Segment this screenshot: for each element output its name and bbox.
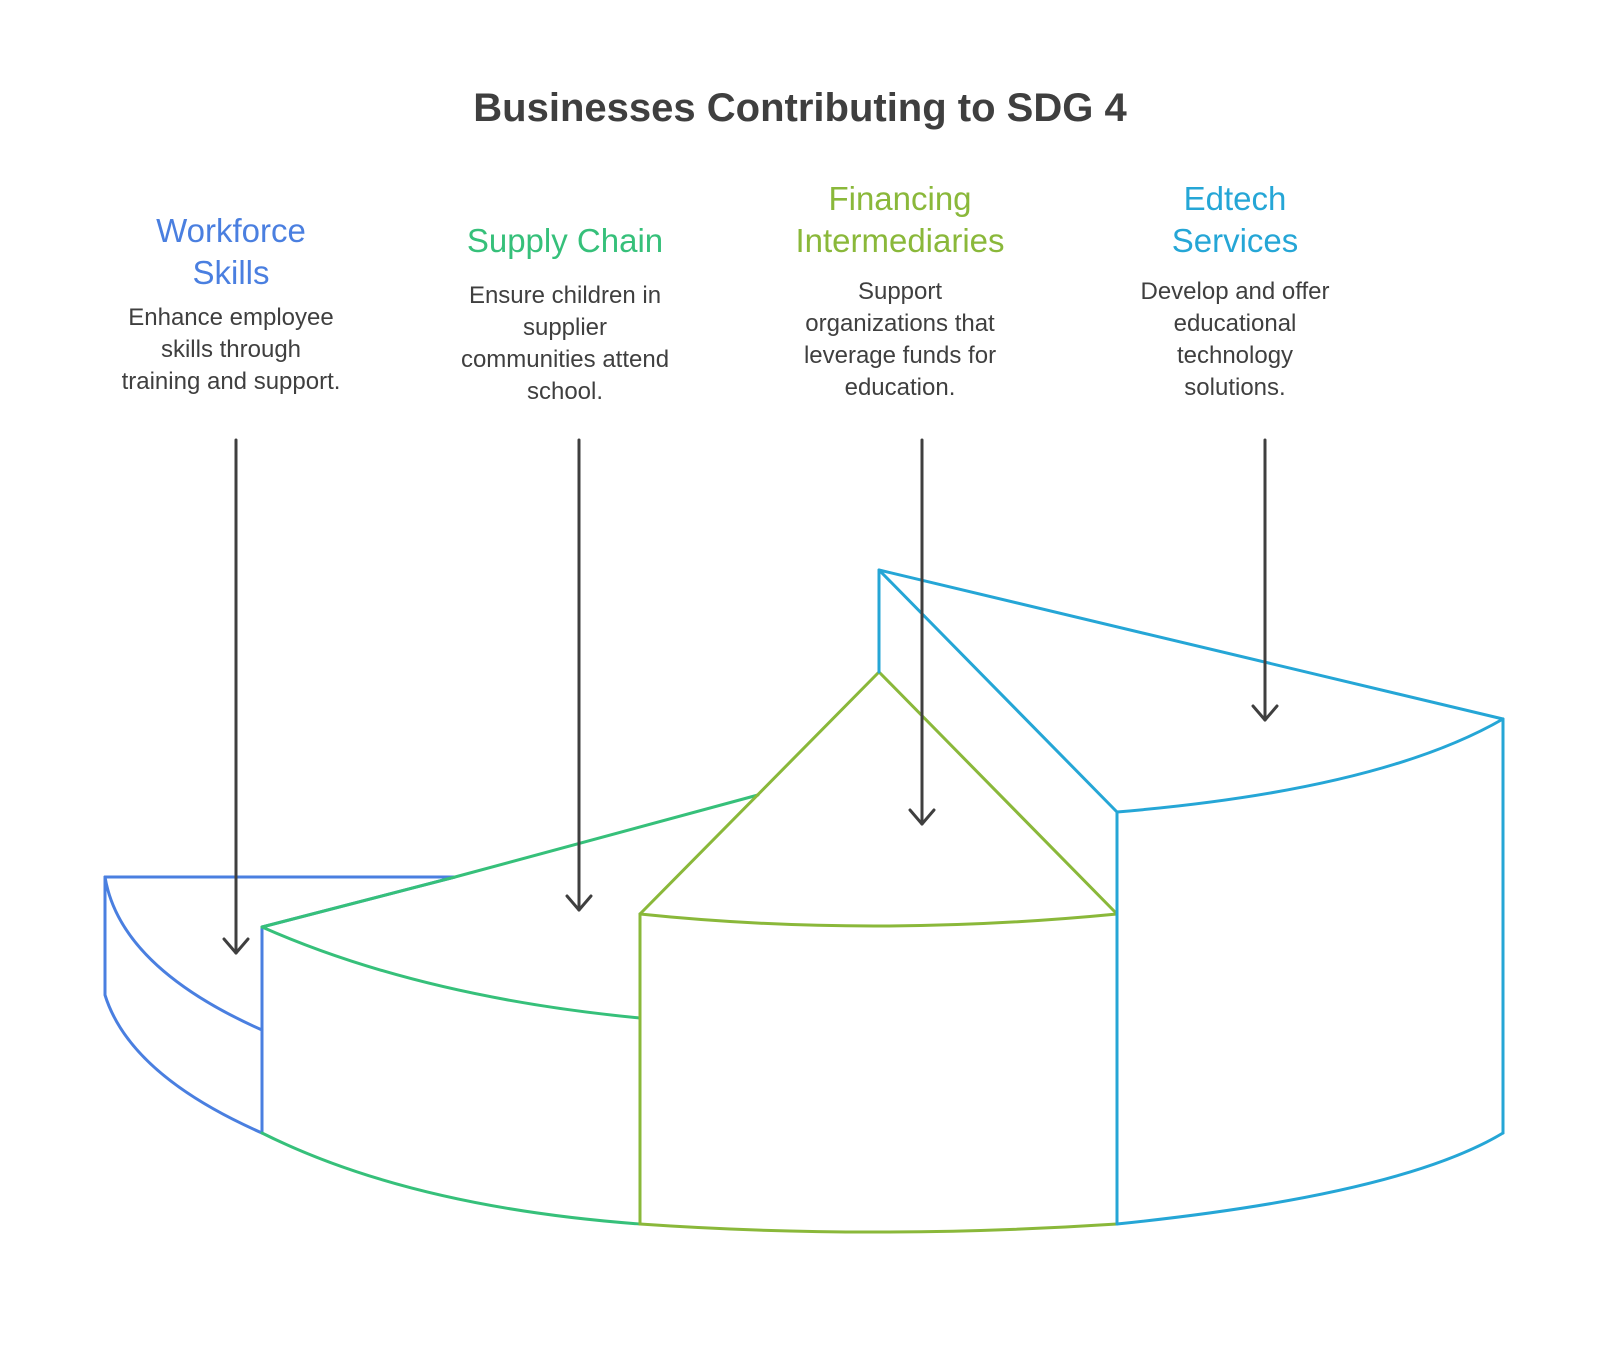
- segment-description-line: solutions.: [1184, 374, 1286, 401]
- segment-description-line: Develop and offer: [1140, 278, 1330, 305]
- slice-outline: [1115, 717, 1505, 814]
- segment-workforce-skills: Workforce Skills Enhance employee skills…: [81, 210, 381, 398]
- slice-outline: [877, 568, 1119, 814]
- segment-description: Develop and offer educational technology…: [1085, 276, 1385, 404]
- segment-supply-chain: Supply Chain Ensure children in supplier…: [415, 220, 715, 408]
- segment-title-line: Financing: [828, 180, 972, 217]
- pie-slice-financing-intermediaries: [638, 670, 1119, 1234]
- slice-outline: [260, 793, 760, 929]
- segment-description-line: educational: [1173, 310, 1297, 337]
- segment-edtech-services: Edtech Services Develop and offer educat…: [1085, 178, 1385, 404]
- slice-outline: [103, 875, 264, 1135]
- segment-description-line: training and support.: [121, 368, 341, 395]
- segment-description: Support organizations that leverage fund…: [750, 276, 1050, 404]
- segment-description-line: Ensure children in: [468, 282, 662, 309]
- arrow-financing: [908, 438, 936, 826]
- segment-title-line: Workforce: [156, 212, 306, 249]
- segment-title: Edtech Services: [1085, 178, 1385, 262]
- slice-outline: [638, 912, 1119, 928]
- segment-description-line: organizations that: [805, 310, 995, 337]
- segment-description-line: supplier: [522, 314, 608, 341]
- segment-description-line: Support: [857, 278, 943, 305]
- segment-title-line: Supply Chain: [466, 222, 664, 259]
- segment-description-line: technology: [1176, 342, 1294, 369]
- segment-title: Workforce Skills: [81, 210, 381, 294]
- segment-description-line: leverage funds for: [803, 342, 997, 369]
- slice-outline: [877, 568, 1505, 721]
- arrow-supply-chain: [565, 438, 593, 912]
- slice-outline: [260, 1131, 642, 1226]
- slice-outline: [260, 925, 642, 1020]
- slice-outline: [103, 875, 457, 929]
- segment-title-line: Edtech: [1183, 180, 1287, 217]
- segment-description-line: school.: [526, 378, 604, 405]
- segment-financing-intermediaries: Financing Intermediaries Support organiz…: [750, 178, 1050, 404]
- slice-outline: [638, 670, 1119, 916]
- segment-description: Ensure children in supplier communities …: [415, 280, 715, 408]
- arrow-workforce: [222, 438, 250, 955]
- arrow-edtech: [1251, 438, 1279, 722]
- segment-title-line: Intermediaries: [795, 222, 1005, 259]
- slice-outline: [1115, 1131, 1505, 1226]
- segment-title-line: Services: [1171, 222, 1299, 259]
- diagram-title: Businesses Contributing to SDG 4: [473, 86, 1127, 130]
- segment-title: Financing Intermediaries: [750, 178, 1050, 262]
- segment-description: Enhance employee skills through training…: [81, 302, 381, 398]
- segment-description-line: education.: [844, 374, 956, 401]
- segment-title-line: Skills: [192, 254, 270, 291]
- pie-slice-workforce-skills: [103, 875, 457, 1135]
- segment-title: Supply Chain: [415, 220, 715, 262]
- pie-slice-edtech-services: [877, 568, 1505, 1226]
- pie-slice-supply-chain: [260, 793, 760, 1226]
- slice-outline: [103, 875, 264, 1032]
- segment-description-line: Enhance employee: [128, 304, 334, 331]
- segment-description-line: skills through: [160, 336, 302, 363]
- segment-description-line: communities attend: [460, 346, 670, 373]
- slice-outline: [638, 1222, 1119, 1234]
